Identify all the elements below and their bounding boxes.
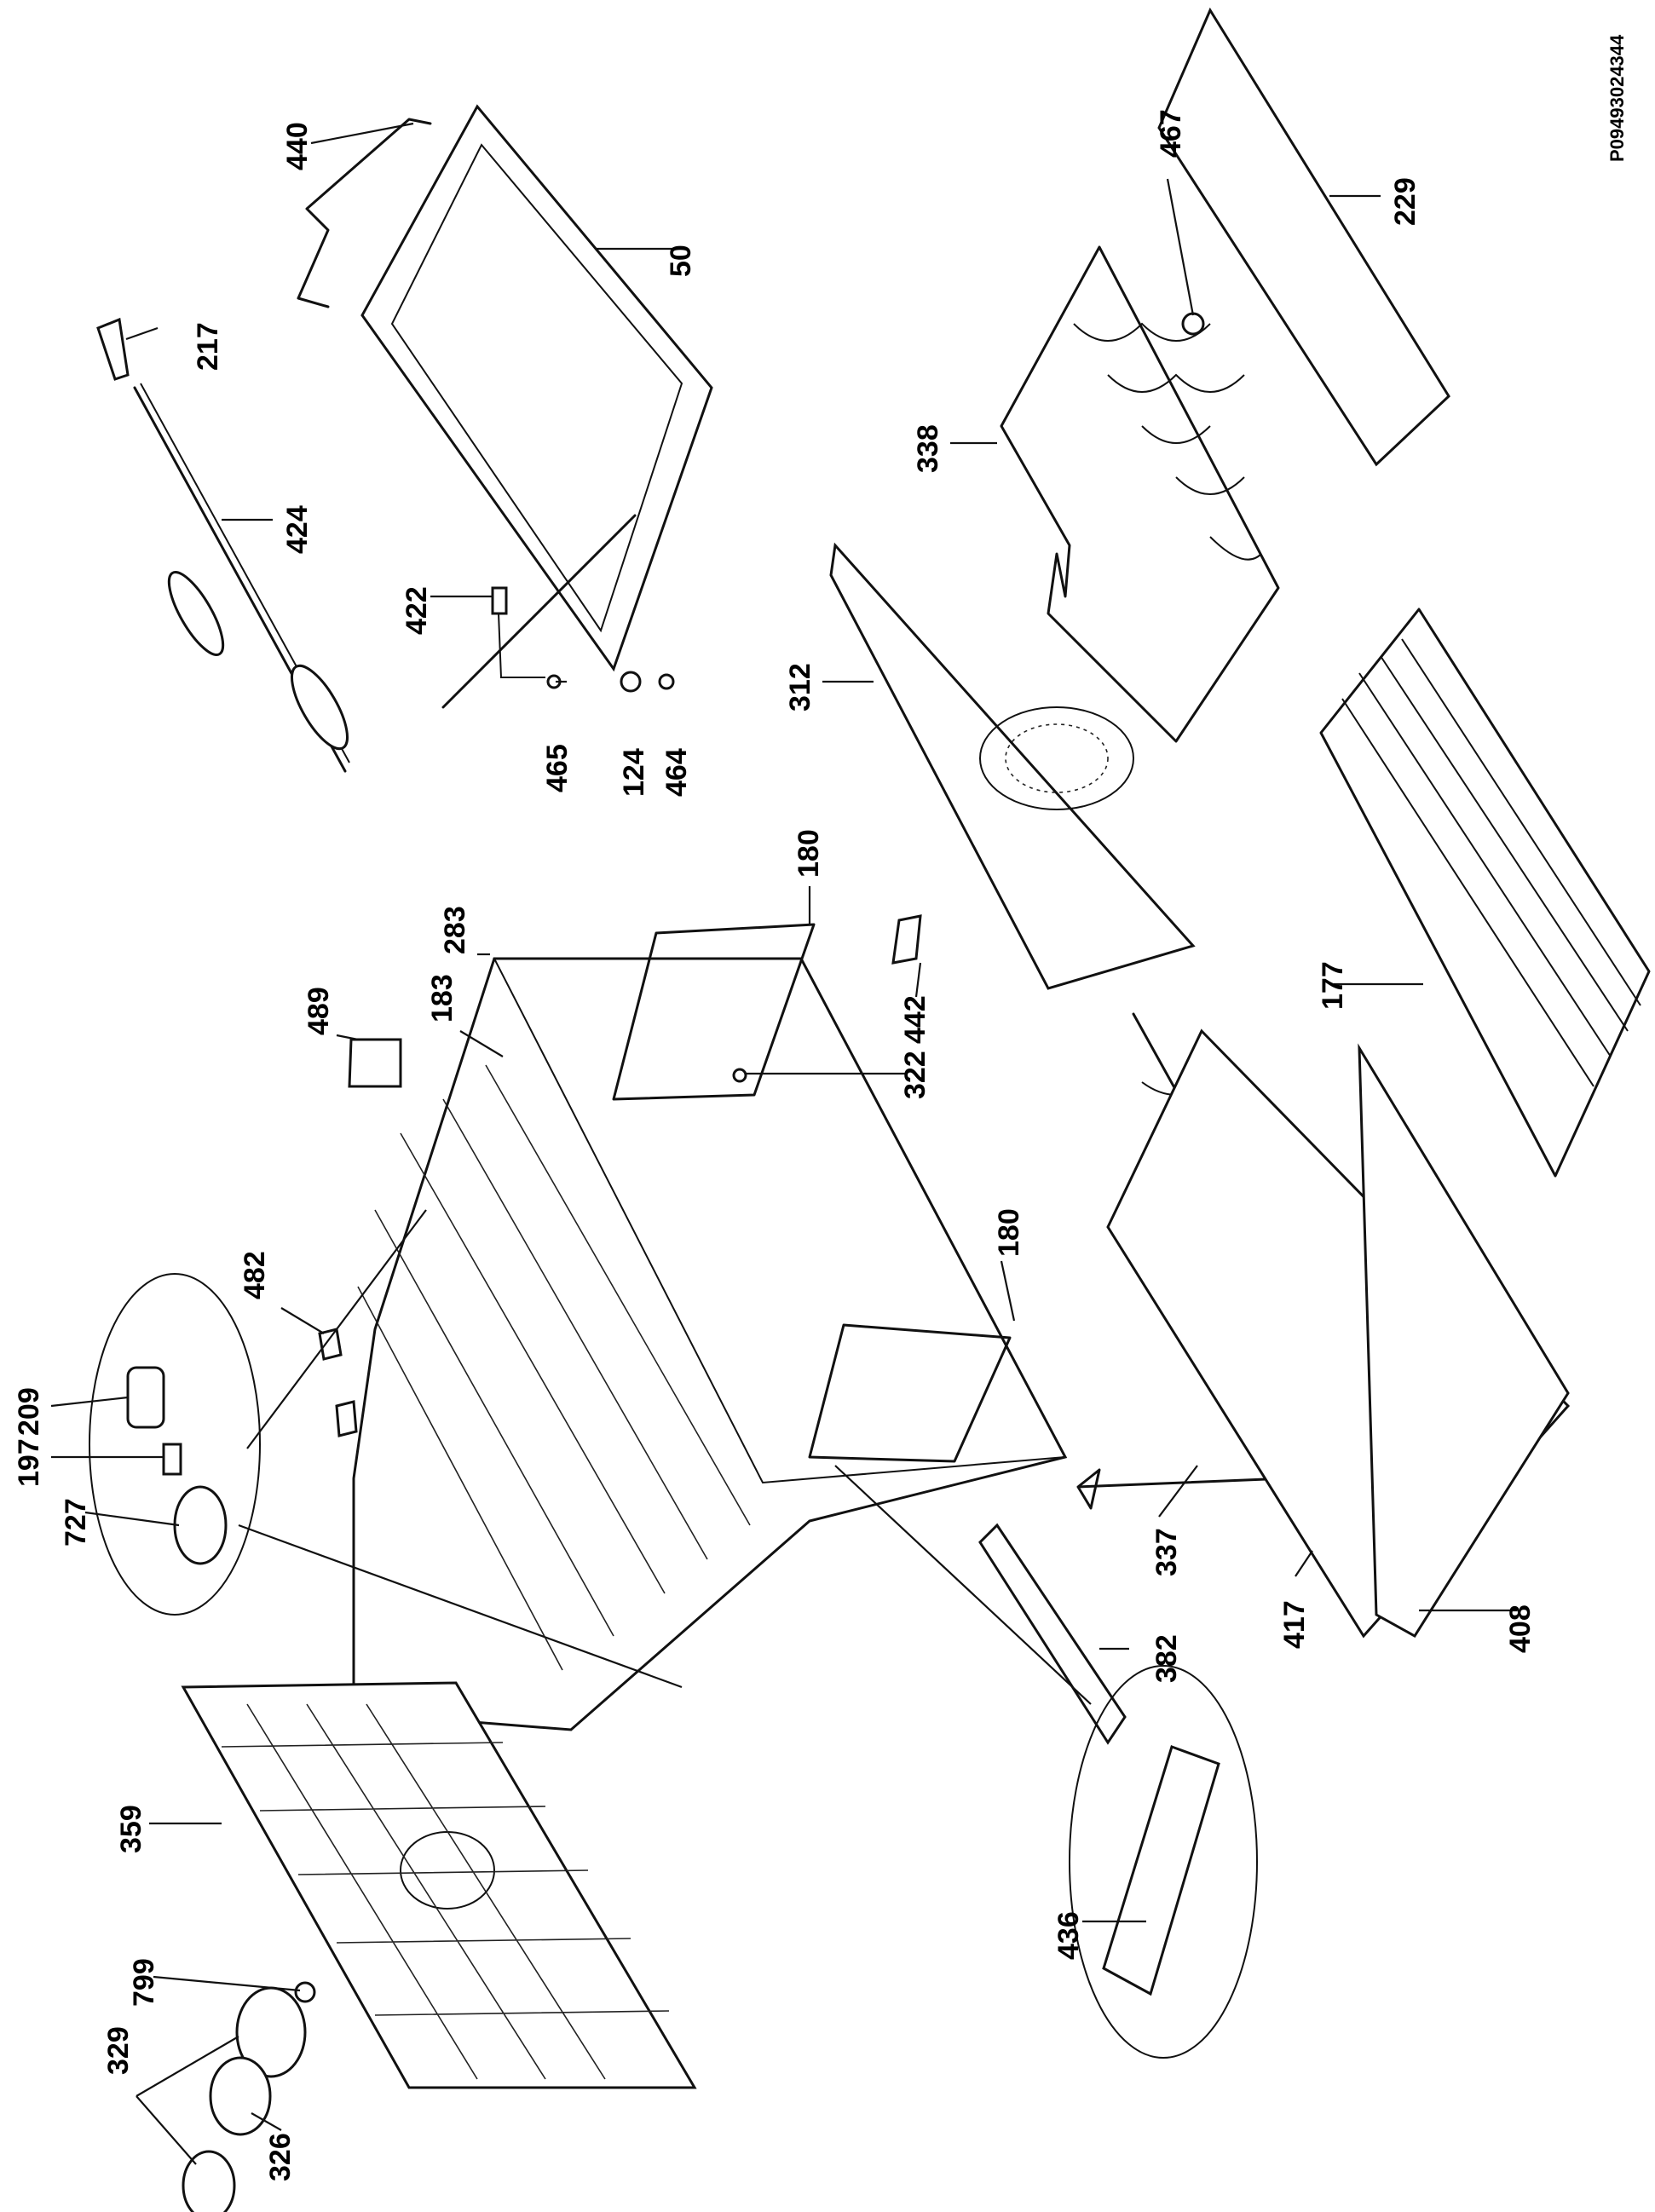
- part-436-detail-circle: [1069, 1665, 1258, 2059]
- label-124: 124: [618, 748, 650, 797]
- label-drawing-code: P09493024344: [1606, 34, 1628, 162]
- part-440-wire-bracket: [297, 118, 432, 308]
- label-322: 322: [899, 1051, 931, 1099]
- label-229: 229: [1389, 177, 1421, 226]
- label-337: 337: [1150, 1528, 1183, 1576]
- label-283: 283: [439, 906, 471, 954]
- label-329: 329: [102, 2026, 135, 2075]
- label-467: 467: [1155, 109, 1187, 158]
- label-382: 382: [1150, 1634, 1183, 1683]
- part-183-oven-body: [352, 957, 1068, 1731]
- label-727: 727: [60, 1498, 92, 1547]
- label-424: 424: [281, 505, 314, 554]
- part-229-top-rail: [1157, 7, 1450, 467]
- label-312: 312: [784, 663, 816, 711]
- label-422: 422: [401, 586, 433, 635]
- part-422-handle: [441, 514, 637, 709]
- control-detail-circle: [89, 1273, 261, 1616]
- part-482-clips: [318, 1328, 358, 1437]
- part-359-side-panel: [181, 1681, 697, 2089]
- part-408-bottom-rail: [1358, 1043, 1570, 1638]
- part-322-screw: [732, 1068, 747, 1083]
- part-489-pad: [348, 1038, 402, 1088]
- label-442: 442: [899, 995, 931, 1044]
- part-464-washer: [658, 673, 675, 690]
- label-408: 408: [1504, 1604, 1537, 1653]
- part-50-top-frame: [360, 104, 713, 672]
- label-177: 177: [1317, 961, 1349, 1010]
- part-283-front-frame: [493, 958, 1067, 1484]
- label-436: 436: [1052, 1911, 1085, 1960]
- part-labels: P09493024344 440 50 217 424 422 465 124 …: [13, 34, 1628, 2181]
- part-177-wire-shelf: [1319, 608, 1651, 1178]
- part-180-shelf-supports: [612, 923, 1012, 1463]
- part-326-fan-ring: [209, 2056, 272, 2136]
- label-217: 217: [192, 322, 224, 371]
- label-799: 799: [128, 1958, 160, 2007]
- label-180a: 180: [793, 829, 825, 878]
- part-799-nut: [294, 1981, 316, 2003]
- label-465: 465: [541, 744, 574, 792]
- part-382-side-rail: [978, 1523, 1127, 1745]
- label-183: 183: [426, 974, 458, 1022]
- part-338-top-heating-element: [1000, 245, 1280, 743]
- label-338: 338: [912, 424, 944, 473]
- label-50: 50: [665, 245, 697, 277]
- label-464: 464: [660, 748, 693, 797]
- part-329-fan: [182, 1986, 307, 2212]
- label-440: 440: [281, 122, 314, 170]
- label-197: 197: [13, 1438, 45, 1487]
- part-467-knob: [1181, 312, 1205, 336]
- label-482: 482: [239, 1251, 271, 1299]
- label-359: 359: [115, 1805, 147, 1853]
- part-124-nut: [620, 671, 642, 693]
- label-326: 326: [264, 2133, 297, 2181]
- label-180b: 180: [993, 1208, 1025, 1257]
- label-489: 489: [303, 987, 335, 1035]
- part-312-rear-panel: [829, 542, 1196, 990]
- leader-lines: [50, 122, 1517, 2165]
- part-424-spit-rod: [96, 317, 350, 773]
- label-209: 209: [13, 1387, 45, 1436]
- part-442-bracket: [891, 914, 922, 965]
- label-417: 417: [1278, 1600, 1311, 1649]
